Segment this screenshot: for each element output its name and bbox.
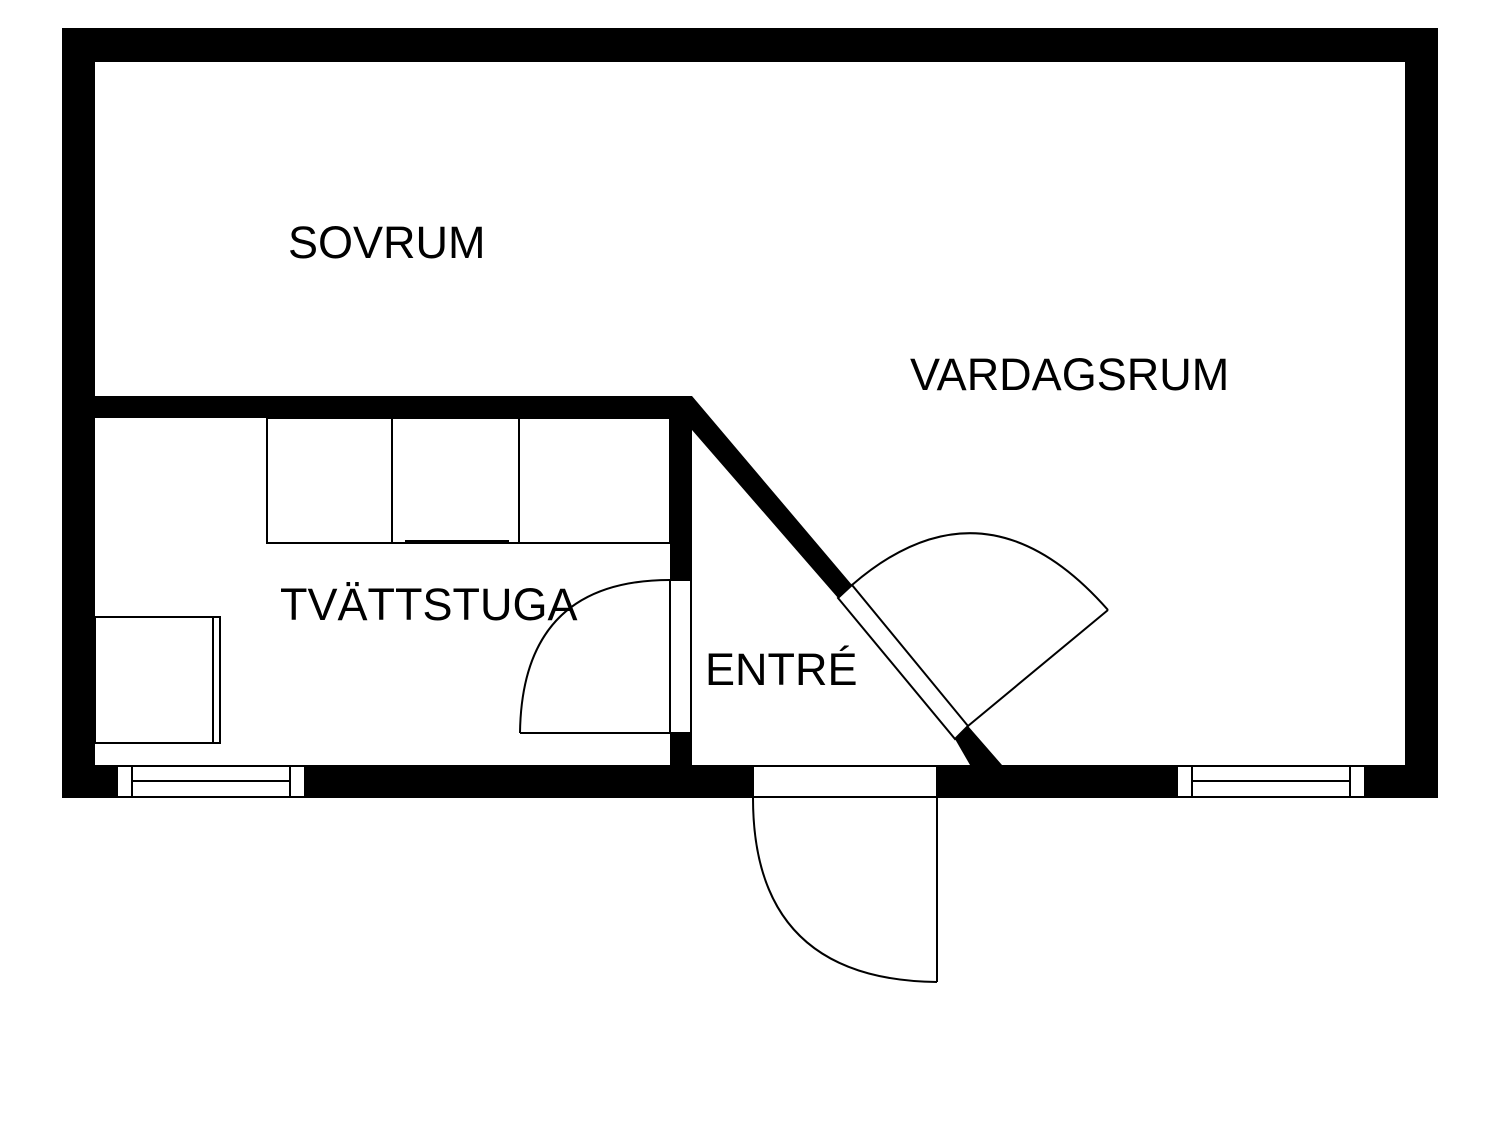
diagonal-wall-lower [955,726,1002,765]
interior-wall-horizontal [95,396,690,418]
window-left [116,765,306,798]
entrance-door [752,765,938,983]
laundry-cabinets [266,417,671,544]
window-right [1176,765,1366,798]
room-label-laundry: TVÄTTSTUGA [280,579,578,630]
room-label-living-room: VARDAGSRUM [910,349,1229,400]
laundry-door [519,579,692,734]
living-room-door [836,532,1109,741]
laundry-appliance [94,616,221,744]
room-label-entrance: ENTRÉ [705,644,858,695]
room-label-bedroom: SOVRUM [288,217,486,268]
diagonal-wall-upper [672,396,852,598]
